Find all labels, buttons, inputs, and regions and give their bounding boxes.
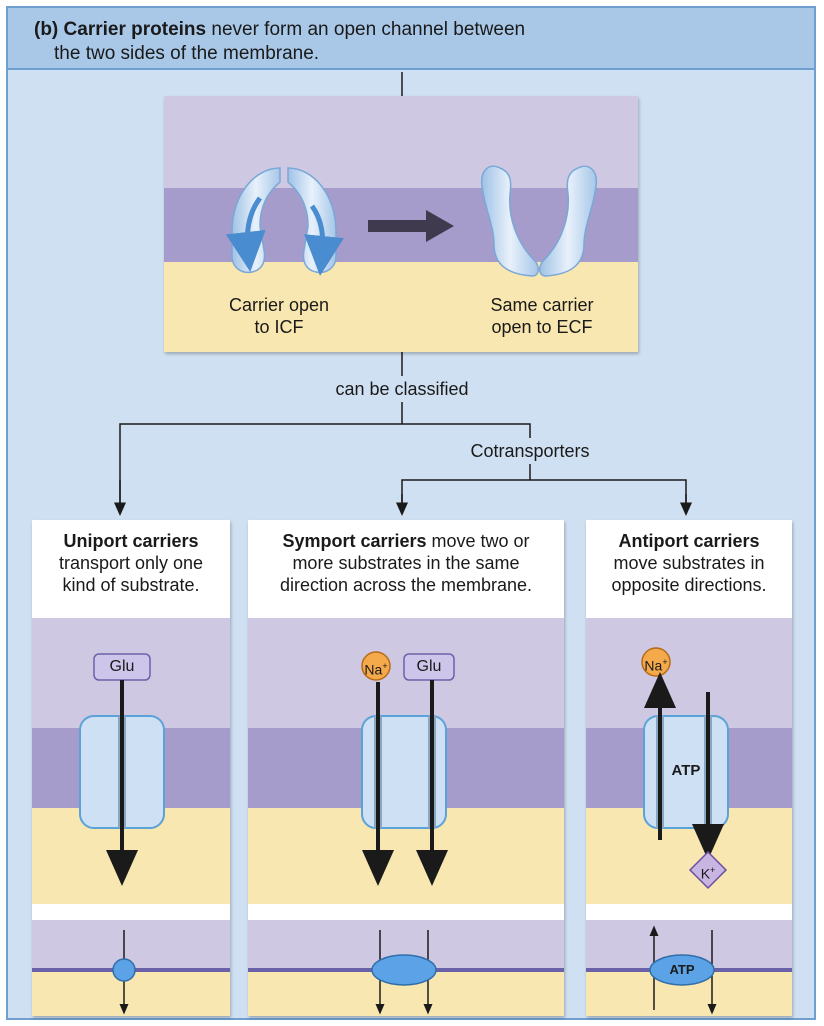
header-title-rest: never form an open channel between	[206, 19, 526, 40]
na-ion-label-symport: Na+	[362, 657, 390, 679]
ecf-label-line2: open to ECF	[491, 317, 593, 337]
icf-label-line1: Carrier open	[228, 295, 330, 315]
glu-badge-symport	[403, 653, 455, 681]
na-ion-symport	[361, 651, 391, 681]
flow-arrow-left	[225, 196, 266, 272]
header-title-bold: (b) Carrier proteins	[34, 19, 207, 40]
header-text: (b) Carrier proteins never form an open …	[34, 18, 525, 66]
antiport-line2: move substrates in	[613, 553, 765, 573]
antiport-caption: Antiport carriers move substrates in opp…	[586, 530, 792, 596]
na-symbol-symport: Na	[364, 661, 383, 678]
uniport-caption: Uniport carriers transport only one kind…	[32, 530, 230, 596]
connector-cotrans-branch	[401, 479, 687, 508]
uniport-panel: Uniport carriers transport only one kind…	[32, 520, 230, 1016]
atp-small-label: ATP	[669, 962, 695, 977]
antiport-diagram	[586, 618, 792, 1016]
ecf-region	[164, 96, 638, 188]
symport-caption: Symport carriers move two or more substr…	[248, 530, 564, 596]
symport-panel: Symport carriers move two or more substr…	[248, 520, 564, 1016]
header-banner: (b) Carrier proteins never form an open …	[6, 6, 816, 70]
carrier-open-ecf-label: Same carrier open to ECF	[464, 294, 620, 338]
carrier-open-to-ecf-left-half	[480, 165, 539, 277]
symport-line2: more substrates in the same	[292, 553, 520, 573]
na-charge-antiport: +	[662, 657, 668, 667]
k-charge-antiport: +	[710, 865, 716, 875]
symport-line3: direction across the membrane.	[279, 575, 533, 595]
carrier-conformation-art	[164, 96, 638, 352]
symport-diagram	[248, 618, 564, 1016]
carrier-open-icf-label: Carrier open to ICF	[204, 294, 354, 338]
carrier-open-to-ecf-right-half	[539, 165, 598, 277]
carrier-conformation-panel: Carrier open to ICF Same carrier open to…	[164, 96, 638, 352]
k-ion-antiport	[688, 850, 728, 890]
symport-mini-carrier	[371, 954, 437, 986]
na-symbol-antiport: Na	[644, 657, 663, 674]
header-title-line2: the two sides of the membrane.	[54, 43, 320, 64]
k-symbol-antiport: K	[700, 865, 711, 882]
atp-label: ATP	[671, 762, 701, 779]
antiport-panel: Antiport carriers move substrates in opp…	[586, 520, 792, 1016]
classified-label: can be classified	[302, 378, 502, 400]
uniport-line2: transport only one	[58, 553, 204, 573]
antiport-line3: opposite directions.	[611, 575, 767, 595]
cotransporters-label: Cotransporters	[440, 440, 620, 462]
carrier-open-to-ecf	[480, 165, 598, 277]
antiport-ecf	[586, 618, 792, 728]
transition-arrow-shaft	[368, 220, 428, 232]
uniport-diagram	[32, 618, 230, 1016]
symport-title: Symport carriers	[282, 531, 427, 551]
uniport-line3: kind of substrate.	[62, 575, 200, 595]
connector-branch	[119, 423, 531, 510]
flow-arrow-right	[304, 204, 344, 276]
antiport-title: Antiport carriers	[618, 531, 760, 551]
antiport-mini-carrier	[649, 954, 715, 986]
na-ion-label-antiport: Na+	[642, 653, 670, 675]
glu-label-symport: Glu	[416, 658, 442, 675]
ecf-label-line1: Same carrier	[490, 295, 594, 315]
glu-label: Glu	[109, 658, 135, 675]
uniport-title: Uniport carriers	[63, 531, 199, 551]
symport-carrier	[361, 715, 447, 829]
icf-label-line2: to ICF	[254, 317, 304, 337]
uniport-mini-carrier	[112, 958, 136, 982]
transition-arrow	[368, 210, 454, 242]
k-ion-label-antiport: K+	[694, 861, 722, 883]
icf-region	[164, 262, 638, 352]
na-charge-symport: +	[382, 661, 388, 671]
carrier-open-to-icf	[225, 167, 344, 276]
symport-line1-rest: move two or	[426, 531, 530, 551]
transition-arrow-head	[426, 210, 454, 242]
